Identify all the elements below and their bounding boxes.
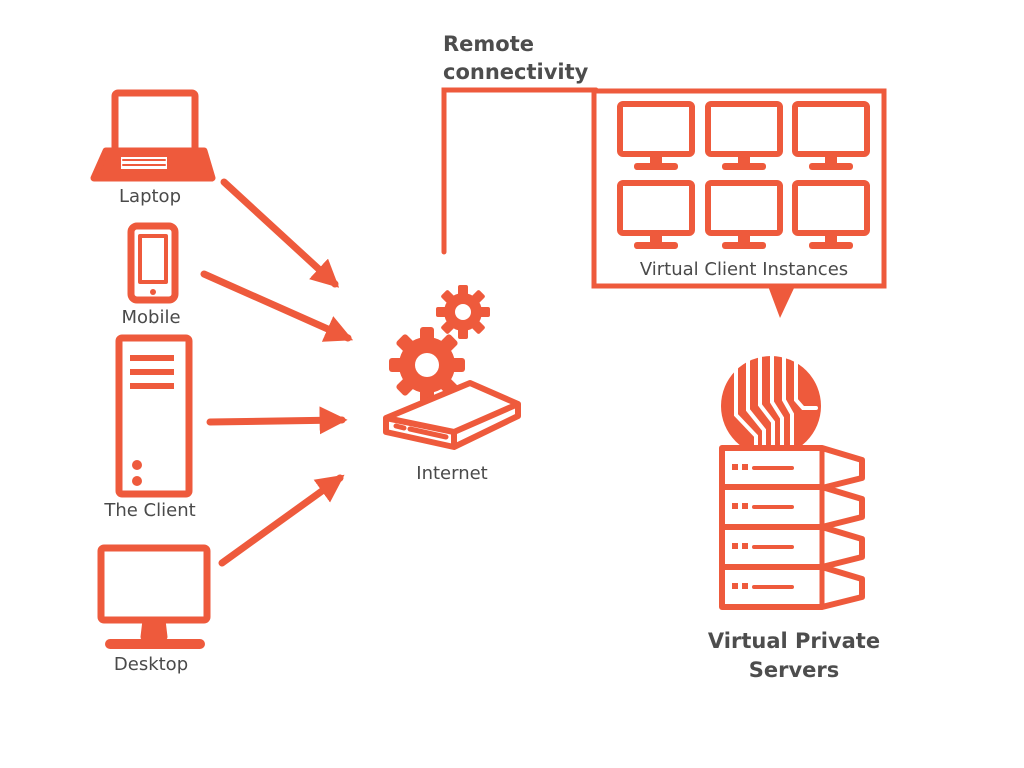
server-unit-icon [719, 484, 865, 530]
server-unit-icon [719, 445, 865, 491]
arrow-laptop [220, 178, 340, 288]
globe-icon [721, 354, 821, 458]
client-tower-icon [115, 334, 193, 498]
monitor-icon [705, 101, 783, 170]
remote-connectivity-label: Remote connectivity [443, 32, 589, 84]
monitor-icon [705, 180, 783, 249]
server-unit-icon [719, 564, 865, 610]
arrow-desktop [218, 474, 345, 567]
mobile-label: Mobile [121, 307, 181, 328]
connection-arrows [200, 178, 354, 567]
monitor-icon [792, 101, 870, 170]
vps-server-icon [719, 354, 865, 610]
mobile-icon [127, 222, 179, 304]
laptop-icon [90, 89, 216, 182]
virtual-clients-label: Virtual Client Instances [639, 259, 849, 280]
vps-title: Virtual Private Servers [708, 627, 880, 685]
vps-title-line2: Servers [748, 658, 840, 682]
desktop-icon [97, 544, 211, 649]
desktop-label: Desktop [113, 654, 189, 675]
server-unit-icon [719, 524, 865, 570]
gear-large-icon [389, 327, 465, 403]
arrow-client [206, 406, 348, 435]
internet-label: Internet [416, 463, 488, 484]
virtual-clients-box [591, 88, 887, 318]
internet-router-icon [383, 285, 521, 450]
monitor-icon [617, 180, 695, 249]
server-stack [719, 445, 865, 610]
gear-small-icon [436, 285, 490, 339]
monitor-grid [617, 101, 870, 249]
monitor-icon [792, 180, 870, 249]
laptop-label: Laptop [119, 186, 181, 207]
remote-connectivity-line [441, 87, 599, 255]
monitor-icon [617, 101, 695, 170]
client-label: The Client [104, 500, 196, 521]
arrow-mobile [200, 270, 354, 342]
vps-title-line1: Virtual Private [707, 629, 881, 653]
